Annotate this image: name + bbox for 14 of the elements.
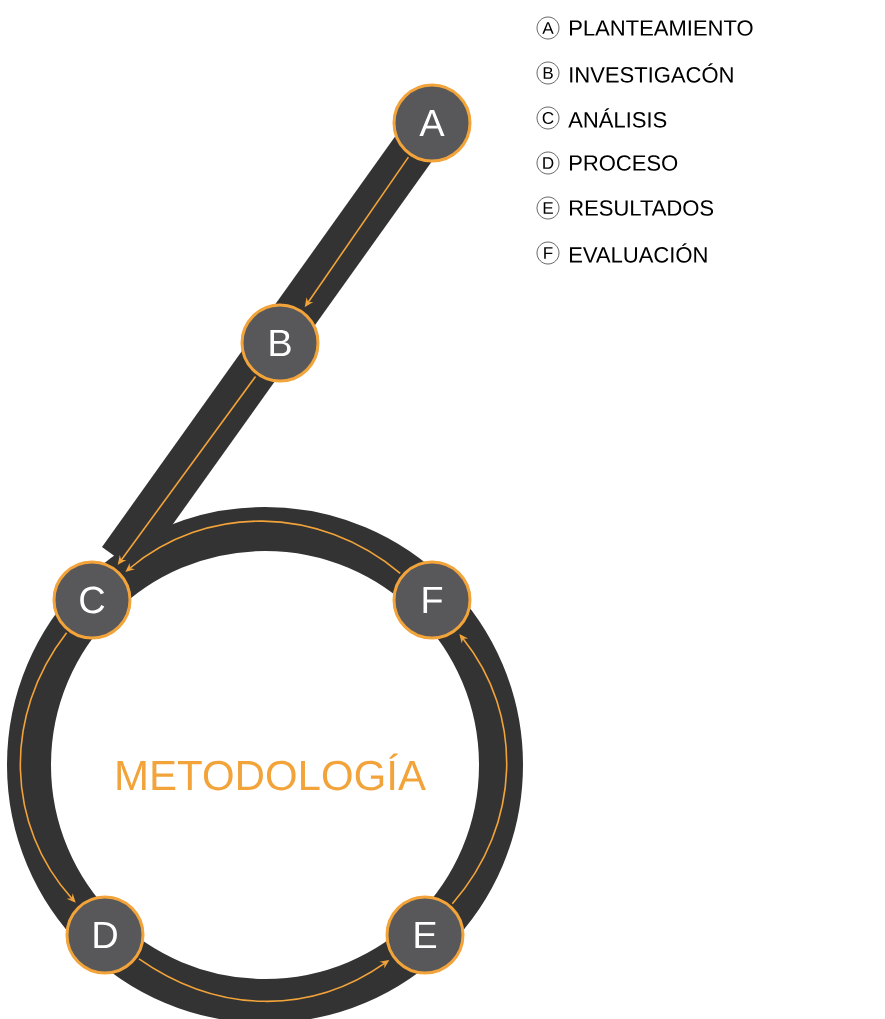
circled-letter: F bbox=[536, 241, 560, 265]
circled-letter: A bbox=[536, 16, 560, 40]
legend-text: PROCESO bbox=[570, 155, 678, 171]
legend-text: ANÁLISIS bbox=[568, 108, 667, 128]
legend-text: RESULTADOS bbox=[570, 200, 714, 216]
circled-letter: D bbox=[536, 151, 560, 175]
arrow bbox=[19, 632, 76, 903]
circled-letter: B bbox=[536, 61, 560, 85]
legend-text: PLANTEAMIENTO bbox=[570, 20, 753, 36]
legend-text: INVESTIGACÓN bbox=[570, 63, 733, 83]
circled-letter: E bbox=[536, 196, 560, 220]
title: METODOLOGÍA bbox=[117, 753, 426, 791]
legend-text: EVALUACIÓN bbox=[570, 243, 707, 263]
circled-letter: C bbox=[536, 106, 560, 130]
